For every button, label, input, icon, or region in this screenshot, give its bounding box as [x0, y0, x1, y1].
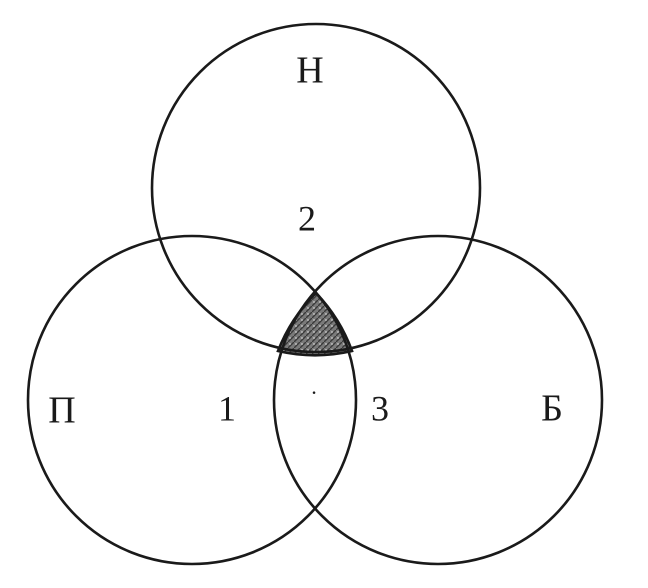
region-label-1: 1: [218, 388, 236, 428]
triple-intersection-region: [276, 291, 354, 357]
region-label-3: 3: [371, 388, 389, 428]
set-label-top: Н: [296, 50, 323, 92]
region-label-center-dot: ·: [310, 380, 317, 405]
set-label-left: П: [48, 390, 75, 432]
circle-left-set: [26, 234, 358, 566]
circle-right-set: [272, 234, 604, 566]
region-label-2: 2: [298, 198, 316, 238]
circle-top-set: [150, 22, 482, 354]
set-label-right: Б: [541, 388, 563, 430]
